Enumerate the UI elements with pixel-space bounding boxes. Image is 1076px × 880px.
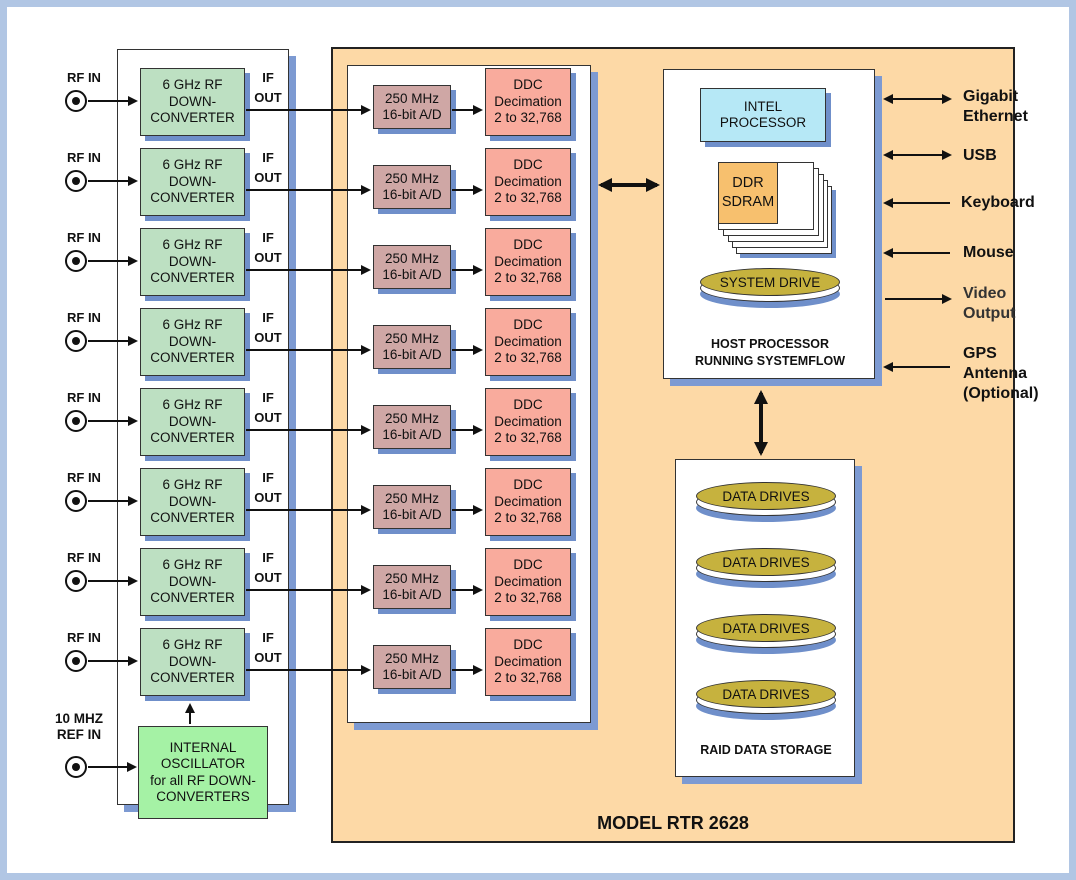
system-drive: SYSTEM DRIVE bbox=[700, 268, 840, 312]
rf-in-connector-icon[interactable] bbox=[65, 90, 87, 112]
io-keyboard: Keyboard bbox=[961, 194, 1035, 211]
rf-in-label: RF IN bbox=[67, 150, 101, 165]
rf-in-label: RF IN bbox=[67, 70, 101, 85]
raid-caption: RAID DATA STORAGE bbox=[700, 743, 832, 757]
raid-storage-panel: DATA DRIVES DATA DRIVES DATA DRIVES DATA DR… bbox=[675, 459, 855, 777]
signal-arrows bbox=[88, 94, 952, 772]
data-drive-label: DATA DRIVES bbox=[696, 614, 836, 642]
rf-in-label: RF IN bbox=[67, 550, 101, 565]
system-drive-label: SYSTEM DRIVE bbox=[700, 268, 840, 296]
rf-in-label: RF IN bbox=[67, 630, 101, 645]
rf-in-connector-icon[interactable] bbox=[65, 330, 87, 352]
io-usb: USB bbox=[963, 147, 997, 164]
rf-in-connector-icon[interactable] bbox=[65, 410, 87, 432]
data-drive-label: DATA DRIVES bbox=[696, 482, 836, 510]
io-mouse: Mouse bbox=[963, 244, 1014, 261]
rf-in-connector-icon[interactable] bbox=[65, 490, 87, 512]
data-drive-label: DATA DRIVES bbox=[696, 680, 836, 708]
rf-in-connector-icon[interactable] bbox=[65, 250, 87, 272]
data-drive: DATA DRIVES bbox=[696, 548, 836, 592]
data-drive-label: DATA DRIVES bbox=[696, 548, 836, 576]
rf-in-label: RF IN bbox=[67, 310, 101, 325]
model-label: MODEL RTR 2628 bbox=[597, 813, 749, 833]
rf-in-label: RF IN bbox=[67, 470, 101, 485]
ref-in-connector-icon[interactable] bbox=[65, 756, 87, 778]
rf-in-connector-icon[interactable] bbox=[65, 170, 87, 192]
rf-in-connector-icon[interactable] bbox=[65, 570, 87, 592]
data-drive: DATA DRIVES bbox=[696, 680, 836, 724]
rf-in-label: RF IN bbox=[67, 230, 101, 245]
data-drive: DATA DRIVES bbox=[696, 482, 836, 526]
data-drive: DATA DRIVES bbox=[696, 614, 836, 658]
rf-in-label: RF IN bbox=[67, 390, 101, 405]
rf-in-connector-icon[interactable] bbox=[65, 650, 87, 672]
